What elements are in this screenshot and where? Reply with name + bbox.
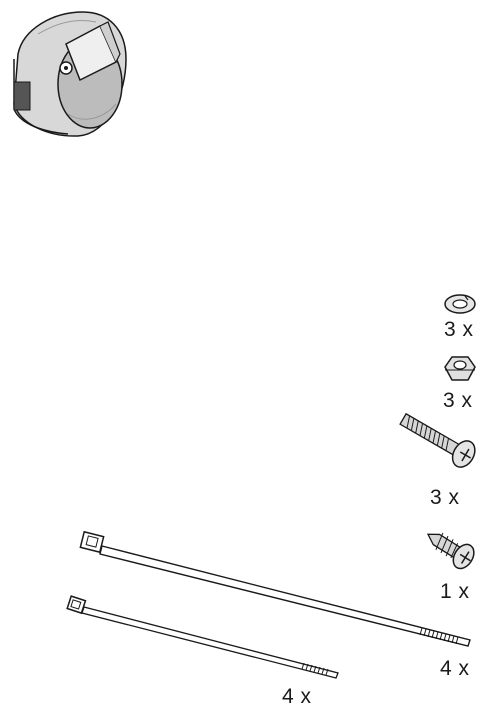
short-cable-tie-quantity: 4 x (282, 685, 312, 708)
washer-quantity: 3 x (444, 318, 474, 341)
nut-quantity: 3 x (443, 389, 473, 412)
self-tapping-screw-icon (426, 532, 475, 570)
cable-tie-long-icon (79, 530, 471, 647)
lock-washer-icon (444, 294, 476, 314)
trailer-socket-icon (13, 11, 127, 137)
long-cable-tie-quantity: 4 x (440, 657, 470, 680)
machine-screw-icon (399, 412, 476, 468)
self-tapping-screw-quantity: 1 x (440, 580, 470, 603)
hex-nut-icon (444, 356, 476, 381)
cable-tie-short-icon (66, 595, 339, 679)
bolt-quantity: 3 x (430, 486, 460, 509)
